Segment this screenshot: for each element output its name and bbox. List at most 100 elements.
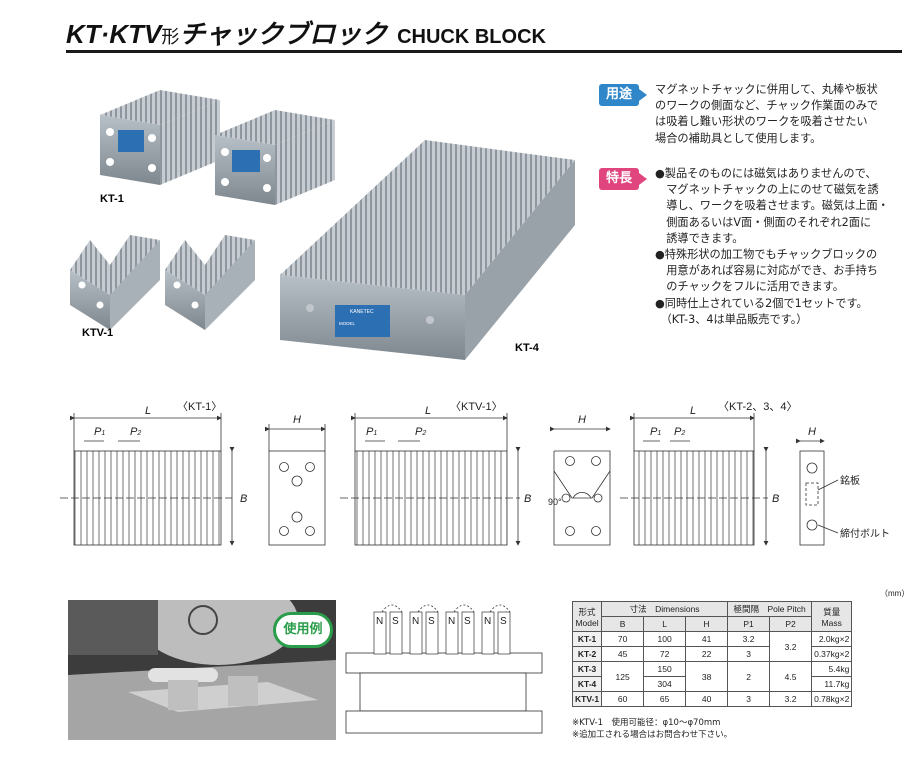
cell-P1: 3 (727, 646, 771, 662)
pole-label: N (484, 616, 491, 627)
ktv1-block-right (165, 235, 255, 330)
pole-label: S (392, 616, 399, 627)
cell-model: KT-2 (571, 646, 603, 662)
pole-label: N (448, 616, 455, 627)
pole-label: S (464, 616, 471, 627)
kt1-dim-P1-sub: 1 (101, 430, 105, 437)
title-kata: 形 (161, 27, 180, 47)
header-P1: P1 (727, 616, 771, 632)
header-mass-en: Mass (821, 617, 842, 628)
kt1-label: KT-1 (100, 193, 124, 205)
cell-H: 41 (685, 631, 729, 647)
kt4-label: KT-4 (515, 342, 540, 354)
technical-drawings: L P1 P2 B H L P1 P2 B H 90° L P1 P2 B H … (60, 405, 890, 546)
feature-line: 用意があれば容易に対応ができ、お手持ち (655, 264, 878, 278)
kt234-dim-P1: P1 (650, 426, 661, 438)
cell-L: 150 (643, 661, 687, 677)
cell-H: 40 (685, 691, 729, 707)
usage-line: は吸着し難い形状のワークを吸着させたい (655, 115, 868, 129)
cell-mass: 0.37kg×2 (811, 646, 853, 662)
cell-L: 304 (643, 676, 687, 692)
table-row: KT-2 45 72 22 3 0.37kg×2 (571, 646, 853, 662)
pole-label: S (428, 616, 435, 627)
feature-line: 側面あるいはV面・側面のそれぞれ2面に (655, 215, 872, 229)
features-text: ●製品そのものには磁気はありませんので、 マグネットチャックの上にのせて磁気を誘… (655, 166, 905, 328)
ktv1-dim-P2-sub: 2 (421, 430, 426, 437)
kt1-block-right (215, 110, 335, 205)
cell-L: 65 (643, 691, 687, 707)
cell-mass: 2.0kg×2 (811, 631, 853, 647)
cell-model: KT-1 (571, 631, 603, 647)
usage-line: 場合の補助具として使用します。 (655, 131, 822, 145)
title-model: KT·KTV (66, 19, 162, 49)
pole-magnets (373, 611, 511, 655)
kt1-drawing-title: 〈KT-1〉 (177, 401, 223, 413)
feature-line: ●特殊形状の加工物でもチャックブロックの (655, 248, 878, 262)
cell-mass: 11.7kg (811, 676, 853, 692)
table-row: KTV-1 60 65 40 3 3.2 0.78kg×2 (571, 691, 853, 707)
cell-P1: 2 (727, 661, 771, 692)
pole-label: N (412, 616, 419, 627)
pole-label: S (500, 616, 507, 627)
feature-line: マグネットチャックの上にのせて磁気を誘 (655, 183, 879, 197)
cell-B: 45 (601, 646, 645, 662)
feature-line: （KT-3、4は単品販売です。） (655, 312, 808, 326)
cell-model: KT-4 (571, 676, 603, 692)
ktv1-dim-B: B (524, 493, 531, 505)
ktv1-dim-angle: 90° (548, 497, 562, 507)
ktv1-dim-P1-main: P (366, 426, 374, 438)
ktv1-label: KTV-1 (82, 327, 113, 339)
header-L: L (643, 616, 687, 632)
kt1-dim-P2: P2 (130, 426, 141, 438)
cell-P2: 4.5 (769, 661, 813, 692)
ktv1-dim-H: H (578, 414, 586, 426)
header-mass-ja: 質量 (823, 606, 841, 617)
kt1-dim-P1: P1 (94, 426, 105, 438)
table-note: ※KTV-1 使用可能径：φ10～φ70mm (572, 718, 721, 728)
table-row: KT-1 70 100 41 3.2 3.2 2.0kg×2 (571, 631, 853, 662)
usage-tag: 用途 (599, 84, 647, 106)
kt1-dim-L: L (145, 405, 151, 417)
title-product: チャックブロック (179, 19, 388, 49)
cell-model: KT-3 (571, 661, 603, 677)
cell-B: 60 (601, 691, 645, 707)
kt-side-dim-H: H (808, 426, 816, 438)
cell-P2: 3.2 (769, 631, 813, 662)
label-clamp-bolt: 締付ボルト (840, 527, 890, 540)
kt234-dim-P2-main: P (674, 426, 682, 438)
kt234-dim-P1-main: P (650, 426, 658, 438)
table-note: ※追加工される場合はお問合わせ下さい。 (572, 730, 733, 740)
ktv1-block-left (70, 235, 160, 330)
kt1-dim-H: H (293, 414, 301, 426)
product-photos: KT-1 KTV-1 KANETEC MODEL KT-4 (70, 90, 575, 360)
ktv1-dim-P2-main: P (415, 426, 423, 438)
cell-model: KTV-1 (571, 691, 603, 707)
kt4-block: KANETEC MODEL (280, 140, 575, 360)
cell-H: 38 (685, 661, 729, 692)
title-english: CHUCK BLOCK (397, 26, 546, 48)
table-subheader-row: B L H P1 P2 (573, 616, 852, 632)
usage-text: マグネットチャックに併用して、丸棒や板状 のワークの側面など、チャック作業面のみ… (655, 82, 905, 147)
ktv1-drawing-title: 〈KTV-1〉 (450, 401, 503, 413)
header-dimensions: 寸法 Dimensions (601, 601, 729, 617)
kt1-dim-P1-main: P (94, 426, 102, 438)
kt1-dim-P2-main: P (130, 426, 138, 438)
kt234-dim-B: B (772, 493, 779, 505)
usage-line: のワークの側面など、チャック作業面のみで (655, 99, 879, 113)
kt234-dim-P2: P2 (674, 426, 685, 438)
header-H: H (685, 616, 729, 632)
kt234-dim-P2-sub: 2 (680, 430, 685, 437)
pole-label: N (376, 616, 383, 627)
header-model-en: Model (575, 617, 599, 628)
header-B: B (601, 616, 645, 632)
kt234-drawing-title: 〈KT-2、3、4〉 (718, 401, 798, 413)
cell-B: 70 (601, 631, 645, 647)
ktv1-dim-P2: P2 (415, 426, 426, 438)
title-rule (66, 50, 902, 53)
ktv1-dim-L: L (425, 405, 431, 417)
cell-B: 125 (601, 661, 645, 692)
